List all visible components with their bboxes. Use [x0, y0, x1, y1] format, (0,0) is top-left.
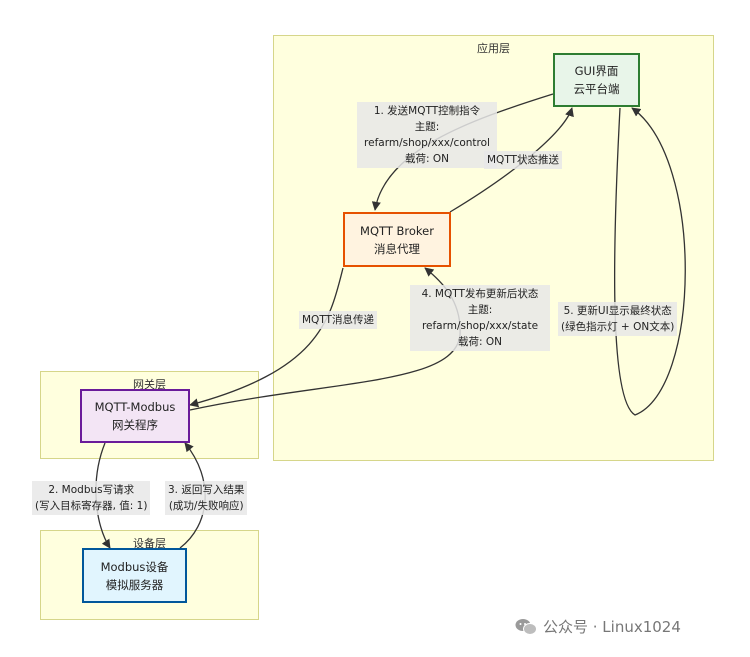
watermark-text: 公众号 · Linux1024	[543, 618, 681, 636]
label-update-ui: 5. 更新UI显示最终状态(绿色指示灯 + ON文本)	[558, 302, 678, 336]
gateway-layer-title: 网关层	[133, 378, 166, 391]
app-layer-title: 应用层	[477, 42, 510, 55]
wechat-icon	[515, 618, 537, 635]
device-node-title: Modbus设备	[100, 559, 169, 574]
device-node: Modbus设备 模拟服务器	[82, 548, 187, 603]
edge-message-relay	[189, 267, 344, 408]
device-node-subtitle: 模拟服务器	[105, 577, 164, 592]
broker-node-title: MQTT Broker	[360, 223, 434, 238]
gateway-node-subtitle: 网关程序	[112, 418, 158, 432]
gateway-layer: 网关层	[40, 371, 259, 459]
gui-node-subtitle: 云平台端	[573, 82, 620, 96]
watermark: 公众号 · Linux1024	[515, 616, 681, 637]
device-layer-title: 设备层	[133, 537, 166, 550]
gateway-node: MQTT-Modbus 网关程序	[80, 389, 190, 443]
label-modbus-write: 2. Modbus写请求(写入目标寄存器, 值: 1)	[32, 481, 151, 515]
label-message-relay: MQTT消息传递	[299, 311, 377, 329]
gui-node-title: GUI界面	[574, 64, 619, 78]
gui-node: GUI界面 云平台端	[553, 53, 640, 107]
edge-update-ui	[613, 107, 686, 416]
broker-node-subtitle: 消息代理	[374, 241, 420, 256]
label-write-result: 3. 返回写入结果(成功/失败响应)	[165, 481, 248, 515]
label-status-push: MQTT状态推送	[484, 151, 562, 169]
gateway-node-title: MQTT-Modbus	[94, 400, 176, 414]
broker-node: MQTT Broker 消息代理	[343, 212, 451, 267]
